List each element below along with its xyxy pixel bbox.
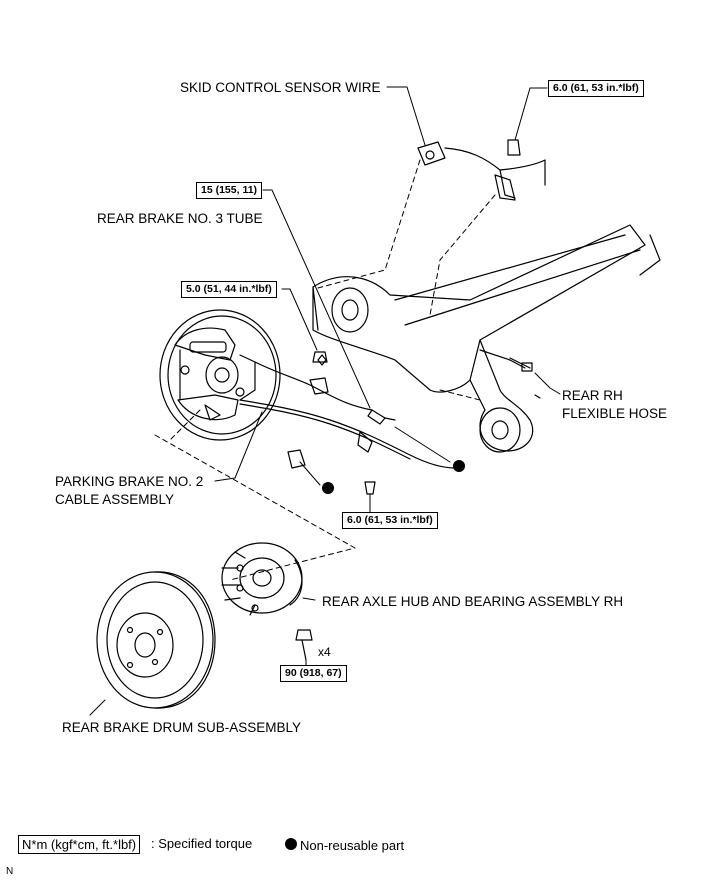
legend-torque-unit: N*m (kgf*cm, ft.*lbf)	[18, 835, 141, 854]
rear-axle-beam	[312, 224, 661, 453]
torque-cable-bolt-upper: 5.0 (51, 44 in.*lbf)	[181, 281, 277, 298]
brake-drum-label: REAR BRAKE DRUM SUB-ASSEMBLY	[62, 720, 302, 735]
rear-brake-tube-label: REAR BRAKE NO. 3 TUBE	[97, 211, 263, 226]
flexible-hose	[479, 349, 541, 399]
torque-tube-nut: 15 (155, 11)	[196, 182, 263, 199]
assembly-lines	[154, 159, 496, 581]
skid-sensor-wire-label: SKID CONTROL SENSOR WIRE	[180, 80, 381, 95]
legend-torque-desc: : Specified torque	[151, 836, 253, 851]
legend-nonreusable-text: Non-reusable part	[300, 838, 405, 853]
parking-cable-label-line1: PARKING BRAKE NO. 2	[55, 474, 204, 489]
torque-cable-bolt-lower: 6.0 (61, 53 in.*lbf)	[342, 512, 438, 529]
skid-sensor-wire	[417, 139, 546, 201]
quantity-label: x4	[318, 645, 331, 659]
brake-tube	[254, 361, 396, 425]
parking-brake-cable	[239, 399, 456, 469]
leader-lines	[89, 86, 561, 716]
axle-hub	[221, 542, 303, 616]
nonreusable-marker	[453, 460, 465, 472]
corner-mark: N	[6, 866, 14, 877]
torque-hub-bolt: 90 (918, 67)	[280, 665, 347, 682]
axle-hub-label: REAR AXLE HUB AND BEARING ASSEMBLY RH	[322, 594, 624, 609]
bolts	[287, 351, 376, 661]
brake-drum	[96, 571, 216, 709]
legend-nonreusable-dot	[285, 838, 297, 850]
rear-rh-hose-label-line1: REAR RH	[562, 388, 623, 403]
brake-backing-plate	[159, 309, 281, 441]
rear-rh-hose-label-line2: FLEXIBLE HOSE	[562, 406, 668, 421]
nonreusable-marker	[322, 482, 334, 494]
torque-sensor-bolt: 6.0 (61, 53 in.*lbf)	[548, 80, 644, 97]
parking-cable-label-line2: CABLE ASSEMBLY	[55, 492, 175, 507]
